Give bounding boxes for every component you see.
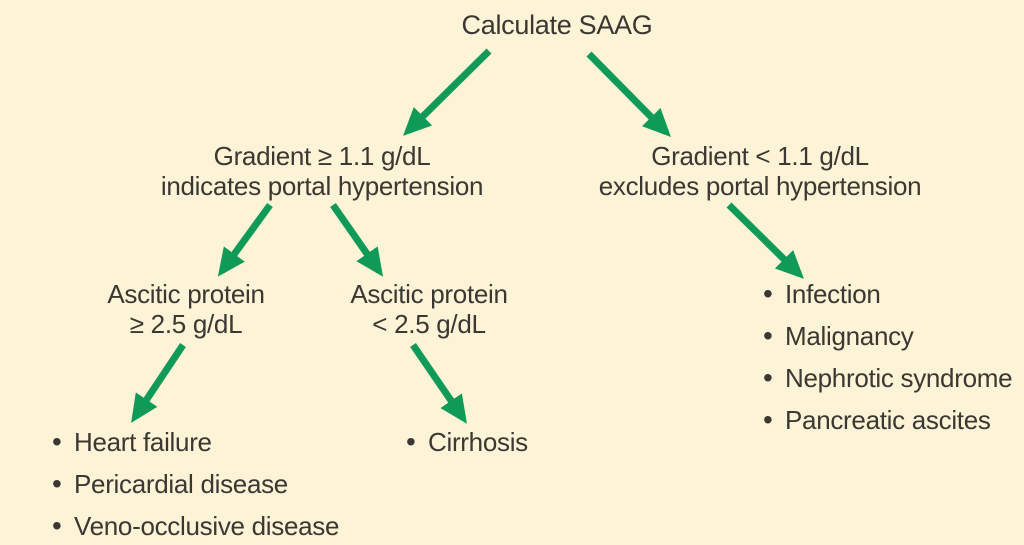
arrow-title-to-gradient-high <box>403 48 492 136</box>
node-protein-low: Ascitic protein < 2.5 g/dL <box>309 279 549 339</box>
node-protein-high-line1: Ascitic protein <box>107 279 265 309</box>
list-item: Nephrotic syndrome <box>763 364 1013 392</box>
node-protein-low-line2: < 2.5 g/dL <box>372 309 486 339</box>
arrow-gradient-low-to-causes <box>726 202 804 279</box>
list-item: Malignancy <box>763 322 1012 350</box>
list-item: Pericardial disease <box>52 470 339 498</box>
list-item: Infection <box>763 280 1012 308</box>
node-protein-low-line1: Ascitic protein <box>350 279 508 309</box>
list-protein-high-causes: Heart failure Pericardial disease Veno-o… <box>52 428 339 545</box>
diagram-title: Calculate SAAG <box>461 10 653 40</box>
node-gradient-low-line1: Gradient < 1.1 g/dL <box>651 141 869 171</box>
arrow-gradient-high-to-protein-low <box>330 202 384 277</box>
arrow-protein-low-to-causes <box>410 343 467 424</box>
list-item: Heart failure <box>52 428 339 456</box>
arrow-title-to-gradient-low <box>586 51 671 137</box>
list-gradient-low-causes: Infection Malignancy Nephrotic syndrome … <box>763 280 1013 448</box>
list-protein-low-causes: Cirrhosis <box>406 428 528 470</box>
node-gradient-high-line1: Gradient ≥ 1.1 g/dL <box>213 141 431 171</box>
node-gradient-high: Gradient ≥ 1.1 g/dL indicates portal hyp… <box>142 141 502 201</box>
node-protein-high-line2: ≥ 2.5 g/dL <box>129 309 243 339</box>
node-gradient-low: Gradient < 1.1 g/dL excludes portal hype… <box>580 141 940 201</box>
node-gradient-low-line2: excludes portal hypertension <box>598 171 922 201</box>
node-gradient-high-line2: indicates portal hypertension <box>160 171 484 201</box>
arrow-gradient-high-to-protein-high <box>217 202 273 277</box>
node-protein-high: Ascitic protein ≥ 2.5 g/dL <box>66 279 306 339</box>
list-item: Veno-occlusive disease <box>52 512 339 540</box>
list-item: Pancreatic ascites <box>763 406 1012 434</box>
arrow-protein-high-to-causes <box>131 343 186 423</box>
list-item: Cirrhosis <box>406 428 528 456</box>
